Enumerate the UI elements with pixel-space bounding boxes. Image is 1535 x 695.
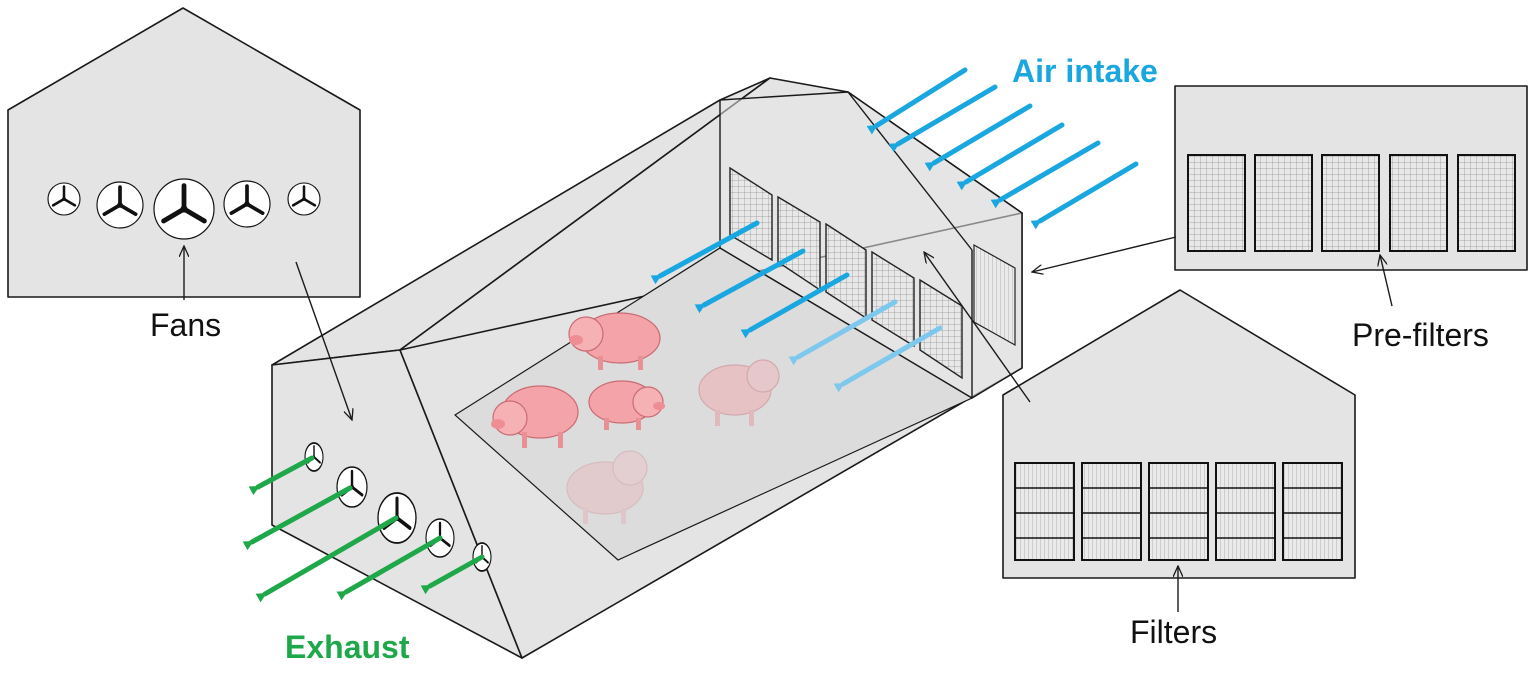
fan-icon [288, 183, 320, 216]
pig-icon [588, 380, 665, 430]
inner-filter-1 [729, 166, 773, 262]
pig-icon [568, 312, 661, 370]
prefilters-pointer [1380, 255, 1393, 307]
filter-panel [1321, 154, 1380, 252]
pig-icon [698, 359, 780, 426]
filters-label: Filters [1130, 614, 1217, 650]
fan-icon [48, 183, 80, 216]
filters-gable-panel [1002, 289, 1356, 579]
fan-icon [154, 179, 214, 240]
prefilters-panel [1174, 85, 1528, 271]
filters-to-barn-pointer [924, 252, 1031, 403]
intake-arrows-outside [866, 67, 1139, 230]
fans-gable-wall [7, 7, 361, 298]
pig-icon [491, 385, 579, 448]
inner-filter-4 [871, 250, 915, 348]
filter-panel [1215, 462, 1276, 561]
filter-panel [1148, 462, 1209, 561]
air-intake-label: Air intake [1012, 53, 1158, 89]
exhaust-arrows [242, 455, 485, 603]
barn-inner-filters [729, 166, 1016, 380]
filter-panel [1389, 154, 1448, 252]
filter-panel [1254, 154, 1313, 252]
intake-arrows-inside [650, 220, 943, 393]
outer-prefilter-visible [973, 243, 1016, 347]
filter-panel [1014, 462, 1075, 561]
fan-icon [224, 181, 270, 228]
pigs [491, 312, 780, 524]
fans-gable-panel [7, 7, 361, 298]
barn-ridge-line [847, 91, 973, 251]
filter-panel [1081, 462, 1142, 561]
filter-panel [1282, 462, 1343, 561]
fans-label: Fans [150, 307, 221, 343]
filter-panel [1457, 154, 1516, 252]
prefilters-to-barn-pointer [1032, 236, 1177, 272]
filter-panel [1187, 154, 1246, 252]
pig-icon [566, 450, 648, 524]
fan-icon [97, 182, 143, 229]
pre-filters-label: Pre-filters [1352, 317, 1489, 353]
exhaust-label: Exhaust [285, 629, 410, 665]
fans-to-barn-pointer [295, 261, 352, 420]
